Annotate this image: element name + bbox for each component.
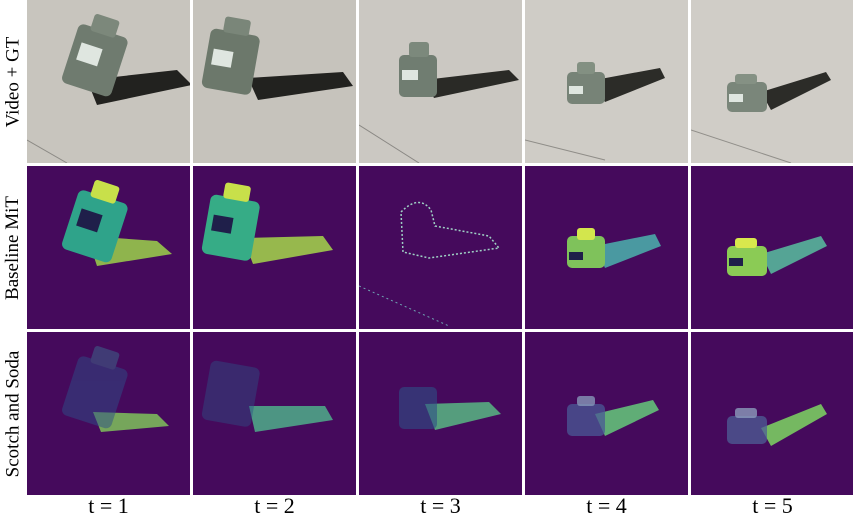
column-label-t2: t = 2: [254, 493, 295, 518]
baseline-heatmap-t3: [359, 166, 522, 329]
video-frame-t2: [193, 0, 356, 163]
scotch-soda-heatmap-t4: [525, 332, 688, 495]
row-label-text: Video + GT: [2, 36, 23, 127]
row-label-scotch-and-soda: Scotch and Soda: [0, 332, 26, 495]
row-label-text: Baseline MiT: [2, 195, 24, 300]
row-label-video-gt: Video + GT: [0, 0, 26, 163]
video-frame-t1: [27, 0, 190, 163]
baseline-heatmap-t5: [691, 166, 853, 329]
scotch-soda-heatmap-t5: [691, 332, 853, 495]
column-label-t3: t = 3: [420, 493, 461, 518]
baseline-heatmap-t1: [27, 166, 190, 329]
column-label-t4: t = 4: [586, 493, 627, 518]
scotch-soda-heatmap-t1: [27, 332, 190, 495]
row-label-text: Scotch and Soda: [2, 350, 23, 477]
video-frame-t3: [359, 0, 522, 163]
column-label-t5: t = 5: [752, 493, 793, 518]
baseline-heatmap-t2: [193, 166, 356, 329]
baseline-heatmap-t4: [525, 166, 688, 329]
scotch-soda-heatmap-t2: [193, 332, 356, 495]
column-label-t1: t = 1: [88, 493, 129, 518]
row-label-baseline-mit: Baseline MiT: [0, 166, 26, 329]
video-frame-t5: [691, 0, 853, 163]
scotch-soda-heatmap-t3: [359, 332, 522, 495]
video-frame-t4: [525, 0, 688, 163]
